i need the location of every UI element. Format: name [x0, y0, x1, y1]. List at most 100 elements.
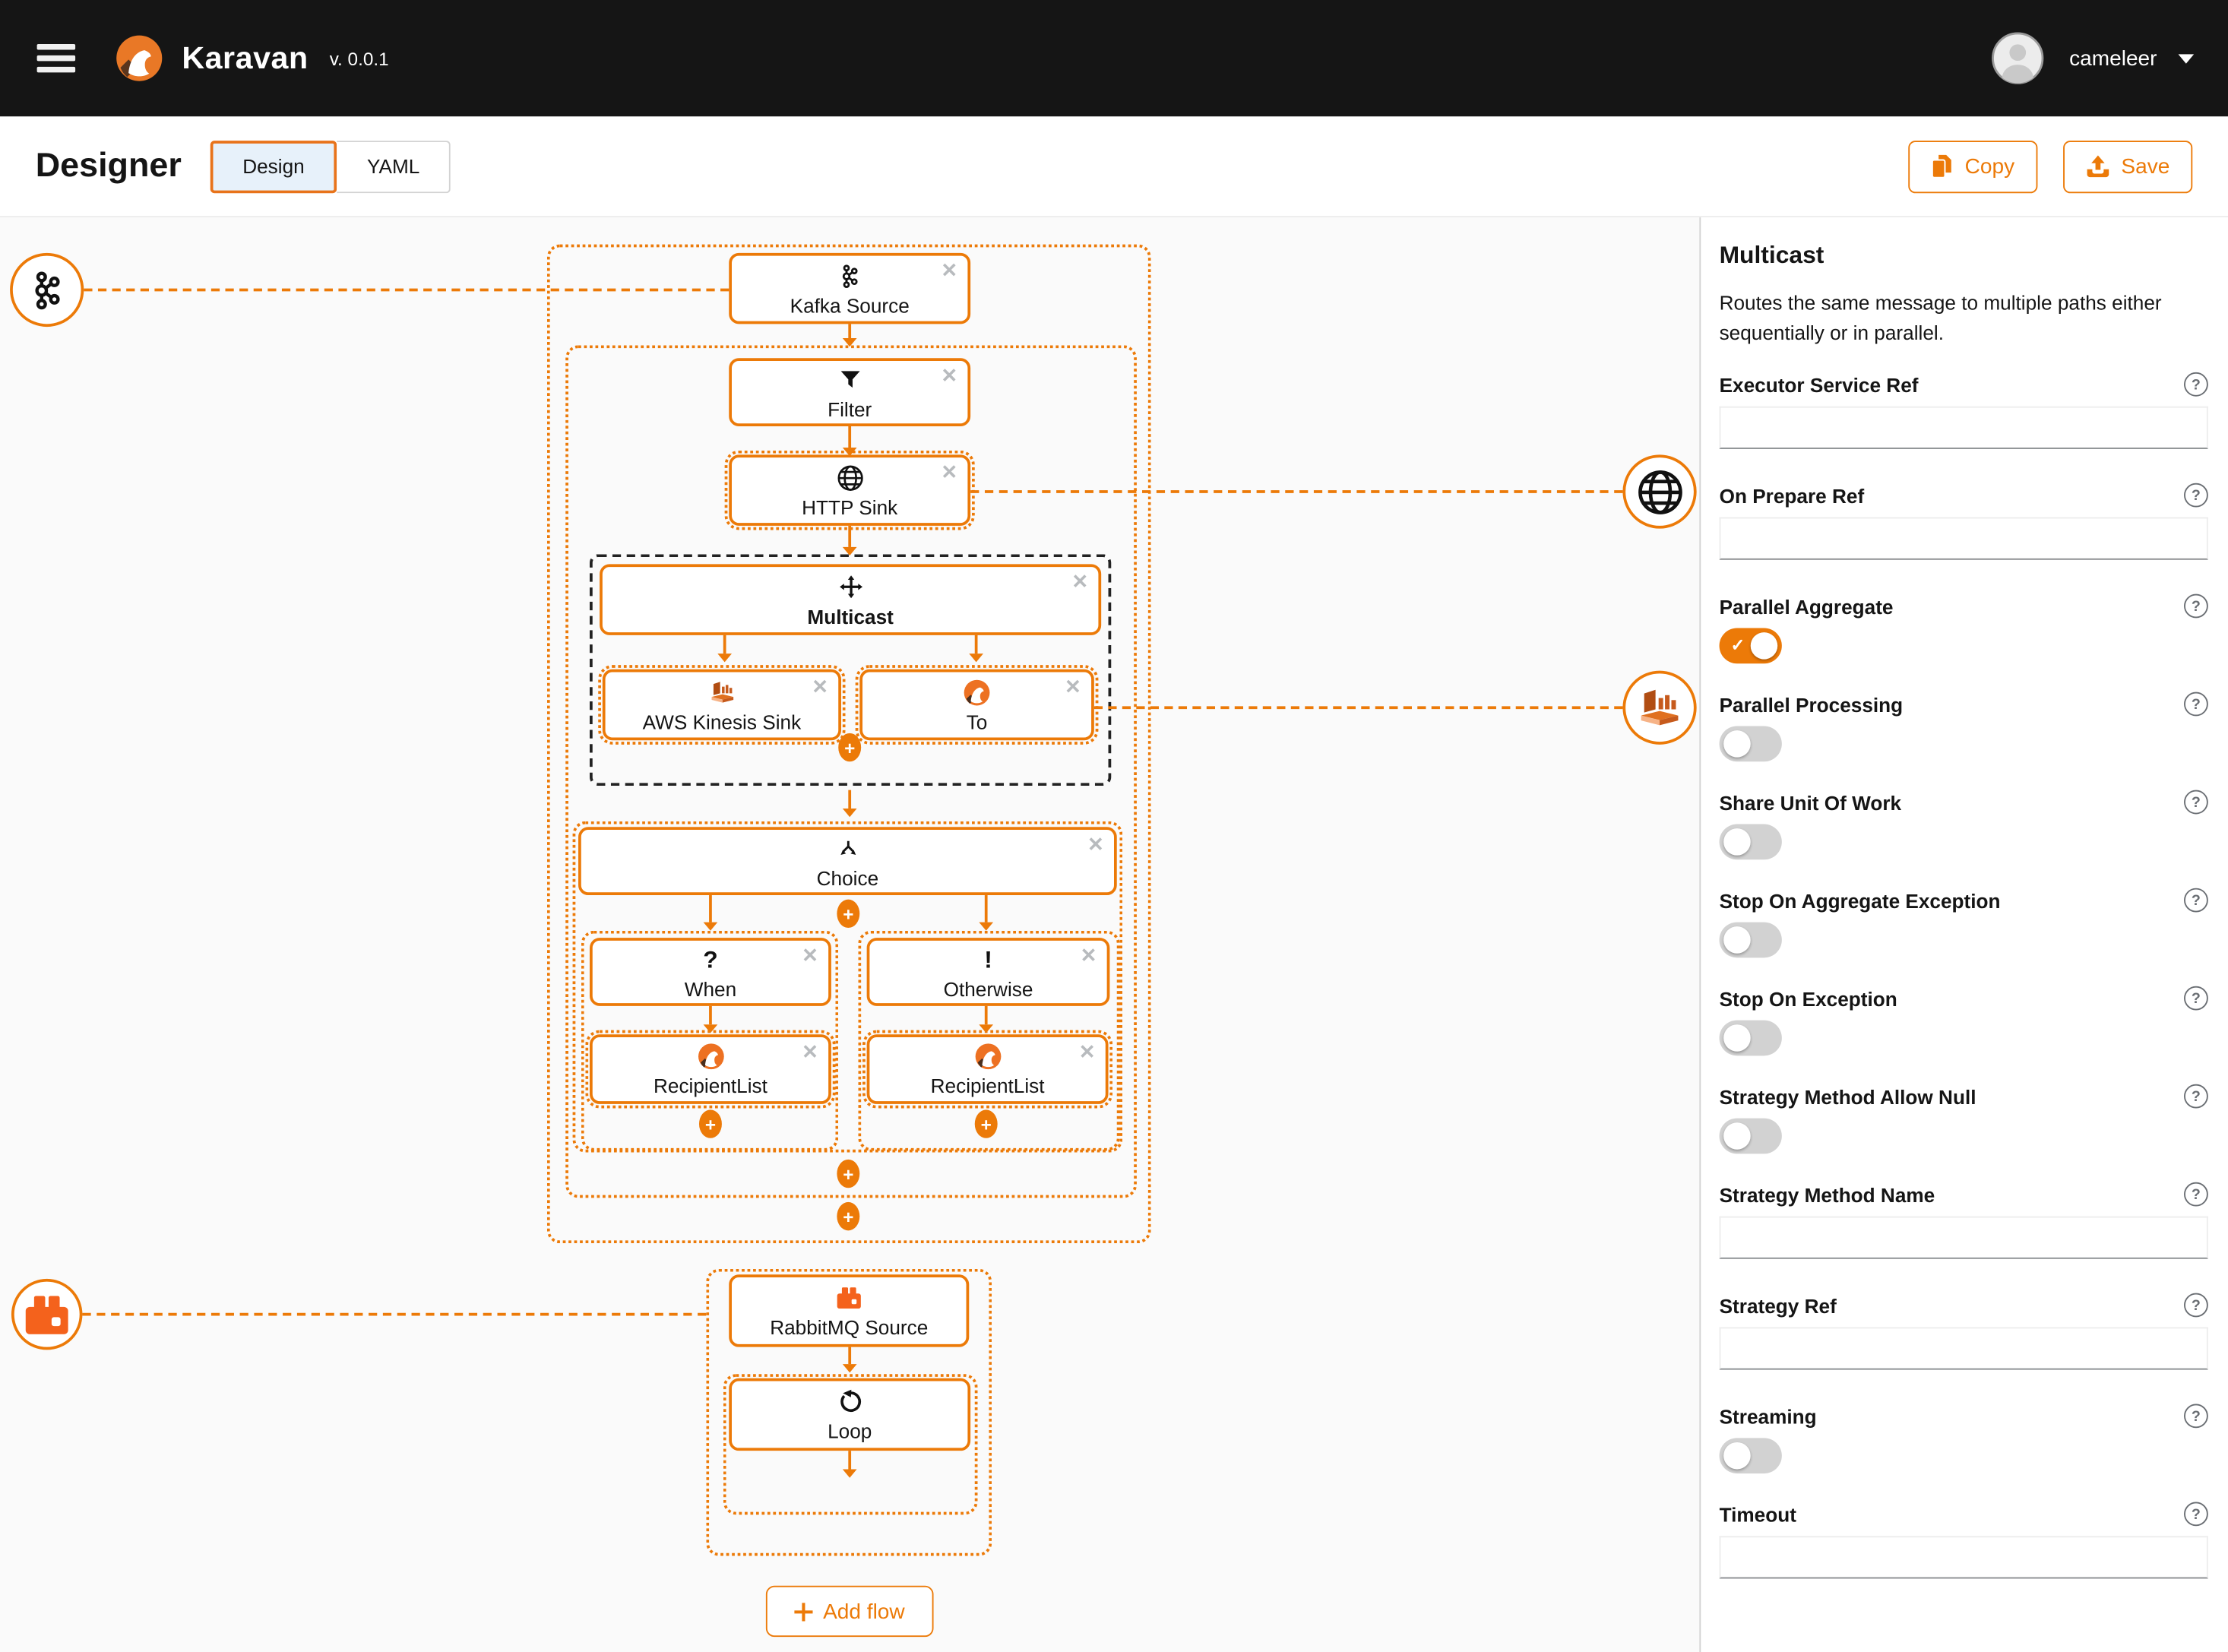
copy-icon — [1931, 153, 1954, 179]
loop-icon — [837, 1387, 862, 1416]
field-label: Stop On Exception — [1719, 986, 1897, 1010]
properties-panel: Multicast Routes the same message to mul… — [1699, 217, 2228, 1652]
http-connector-line — [970, 490, 1623, 493]
menu-toggle-icon[interactable] — [36, 43, 76, 73]
toggle-share-unit-of-work[interactable] — [1719, 824, 1782, 860]
help-icon[interactable]: ? — [2184, 372, 2208, 397]
field-label: Strategy Method Name — [1719, 1182, 1935, 1206]
node-aws-kinesis-sink[interactable]: AWS Kinesis Sink ✕ — [598, 665, 846, 745]
route-group-2 — [706, 1268, 992, 1556]
toggle-stop-on-aggregate-exception[interactable] — [1719, 922, 1782, 958]
add-step-button[interactable]: + — [698, 1109, 722, 1138]
field-input-on-prepare-ref[interactable] — [1719, 517, 2208, 560]
node-filter[interactable]: Filter ✕ — [729, 358, 971, 426]
toggle-knob — [1723, 828, 1751, 856]
globe-icon — [836, 463, 863, 492]
close-icon[interactable]: ✕ — [1080, 943, 1097, 967]
toggle-parallel-aggregate[interactable]: ✓ — [1719, 628, 1782, 664]
filter-icon — [839, 365, 860, 394]
flow-arrow — [702, 1005, 717, 1033]
flow-arrow — [968, 635, 983, 663]
question-icon: ? — [703, 945, 718, 973]
copy-label: Copy — [1964, 153, 2015, 179]
field-input-strategy-ref[interactable] — [1719, 1327, 2208, 1370]
node-label: Otherwise — [943, 976, 1033, 1000]
help-icon[interactable]: ? — [2184, 790, 2208, 815]
panel-field-executor-service-ref: Executor Service Ref? — [1719, 372, 2208, 449]
add-step-button[interactable]: + — [838, 733, 862, 762]
add-flow-button[interactable]: Add flow — [765, 1585, 934, 1638]
save-button[interactable]: Save — [2062, 140, 2193, 193]
close-icon[interactable]: ✕ — [941, 460, 958, 483]
node-label: Loop — [828, 1419, 872, 1442]
copy-button[interactable]: Copy — [1907, 140, 2038, 193]
globe-icon — [1636, 468, 1683, 515]
flow-arrow — [841, 1451, 856, 1478]
toggle-stop-on-exception[interactable] — [1719, 1020, 1782, 1056]
close-icon[interactable]: ✕ — [1071, 569, 1089, 593]
node-kafka-source[interactable]: Kafka Source ✕ — [729, 252, 971, 324]
close-icon[interactable]: ✕ — [812, 675, 829, 698]
node-when[interactable]: ? When ✕ — [590, 938, 831, 1006]
add-branch-button[interactable]: + — [837, 899, 860, 929]
panel-field-strategy-ref: Strategy Ref? — [1719, 1293, 2208, 1370]
node-to[interactable]: To ✕ — [855, 665, 1099, 745]
toggle-parallel-processing[interactable] — [1719, 726, 1782, 762]
close-icon[interactable]: ✕ — [1065, 675, 1081, 698]
field-label: Stop On Aggregate Exception — [1719, 888, 2001, 912]
close-icon[interactable]: ✕ — [802, 1040, 819, 1063]
rabbitmq-icon — [25, 1295, 68, 1334]
help-icon[interactable]: ? — [2184, 483, 2208, 508]
toggle-strategy-method-allow-null[interactable] — [1719, 1118, 1782, 1154]
node-http-sink[interactable]: HTTP Sink ✕ — [724, 450, 975, 530]
field-input-timeout[interactable] — [1719, 1536, 2208, 1579]
help-icon[interactable]: ? — [2184, 1084, 2208, 1109]
app-name: Karavan — [182, 40, 309, 76]
close-icon[interactable]: ✕ — [1078, 1040, 1096, 1063]
node-recipient-list-otherwise[interactable]: RecipientList ✕ — [862, 1030, 1113, 1109]
add-step-button[interactable]: + — [974, 1109, 998, 1138]
help-icon[interactable]: ? — [2184, 691, 2208, 717]
flow-arrow — [978, 1005, 993, 1033]
panel-field-on-prepare-ref: On Prepare Ref? — [1719, 483, 2208, 560]
check-icon: ✓ — [1730, 635, 1745, 656]
kafka-icon — [33, 271, 61, 309]
help-icon[interactable]: ? — [2184, 593, 2208, 619]
node-label: Kafka Source — [790, 293, 910, 317]
aws-kinesis-icon — [708, 677, 736, 707]
close-icon[interactable]: ✕ — [802, 943, 819, 967]
node-rabbitmq-source[interactable]: RabbitMQ Source — [729, 1274, 970, 1347]
help-icon[interactable]: ? — [2184, 986, 2208, 1011]
route-group-1 — [546, 244, 1151, 1244]
help-icon[interactable]: ? — [2184, 1293, 2208, 1318]
tab-design[interactable]: Design — [210, 140, 337, 193]
help-icon[interactable]: ? — [2184, 1502, 2208, 1527]
help-icon[interactable]: ? — [2184, 1182, 2208, 1207]
field-input-strategy-method-name[interactable] — [1719, 1216, 2208, 1259]
tab-yaml[interactable]: YAML — [337, 140, 451, 193]
toggle-streaming[interactable] — [1719, 1438, 1782, 1474]
help-icon[interactable]: ? — [2184, 1404, 2208, 1429]
node-multicast[interactable]: Multicast ✕ — [600, 564, 1102, 635]
field-label: Parallel Processing — [1719, 692, 1904, 716]
user-menu[interactable]: cameleer — [1991, 31, 2195, 85]
kafka-icon — [841, 261, 858, 290]
view-tabs: Design YAML — [210, 140, 451, 193]
add-step-button[interactable]: + — [837, 1159, 860, 1188]
globe-badge — [1622, 454, 1697, 529]
move-icon — [839, 572, 862, 602]
close-icon[interactable]: ✕ — [941, 363, 958, 387]
node-recipient-list-when[interactable]: RecipientList ✕ — [585, 1030, 836, 1109]
kinesis-connector-line — [1093, 706, 1623, 710]
node-choice[interactable]: Choice ✕ — [578, 827, 1117, 896]
close-icon[interactable]: ✕ — [1087, 832, 1104, 856]
field-input-executor-service-ref[interactable] — [1719, 406, 2208, 449]
node-otherwise[interactable]: ! Otherwise ✕ — [866, 938, 1110, 1006]
help-icon[interactable]: ? — [2184, 888, 2208, 913]
add-flow-label: Add flow — [823, 1599, 905, 1624]
camel-logo-icon — [115, 34, 163, 83]
add-step-button[interactable]: + — [837, 1201, 860, 1231]
close-icon[interactable]: ✕ — [941, 258, 958, 282]
node-loop[interactable]: Loop — [729, 1378, 971, 1451]
